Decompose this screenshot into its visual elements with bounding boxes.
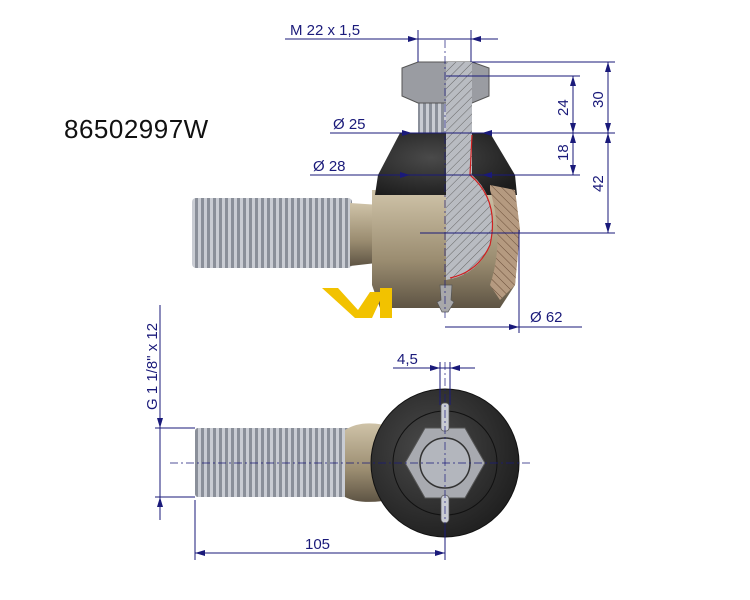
threaded-shank	[192, 198, 352, 268]
dim-height-24: 24	[555, 99, 572, 116]
dim-thread-stud: M 22 x 1,5	[290, 22, 360, 39]
dim-length-105: 105	[305, 536, 330, 553]
liner-line	[449, 134, 493, 279]
dim-dia-25: Ø 25	[333, 116, 366, 133]
stud-thread	[418, 103, 446, 133]
top-dimensions: 4,5 G 1 1/8" x 12 105	[144, 305, 475, 560]
ball-stud-section	[446, 62, 493, 280]
side-dimensions: M 22 x 1,5 Ø 25 Ø 28 24 18 30 42 Ø 62	[285, 22, 615, 333]
dim-height-30: 30	[590, 91, 607, 108]
dim-dia-28: Ø 28	[313, 158, 346, 175]
castle-nut	[401, 61, 490, 104]
brand-logo	[322, 288, 392, 318]
dim-dia-62: Ø 62	[530, 309, 563, 326]
part-number: 86502997W	[64, 114, 209, 144]
dim-height-18: 18	[555, 144, 572, 161]
dim-thread-shank: G 1 1/8" x 12	[144, 323, 161, 410]
housing-section	[490, 185, 520, 300]
dim-height-42: 42	[590, 175, 607, 192]
dim-pin-4-5: 4,5	[397, 351, 418, 368]
side-view	[192, 40, 520, 318]
threaded-shank-top	[195, 428, 350, 497]
top-view	[170, 362, 530, 540]
grease-nipple	[436, 284, 455, 313]
